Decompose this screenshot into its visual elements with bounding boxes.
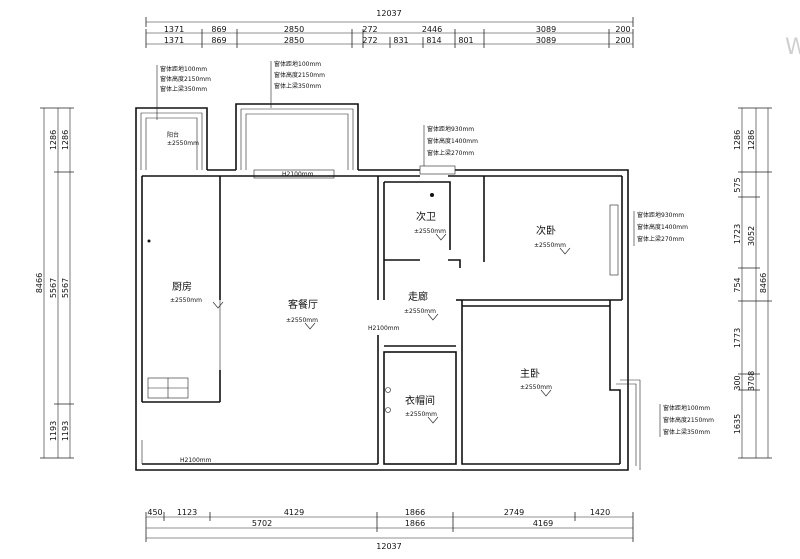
dim-top2-7: 3089 — [536, 36, 556, 45]
dim-right-inner-2: 1723 — [733, 224, 742, 244]
window-note-balcony-right: 窗体距地100mm 窗体高度2150mm 窗体上梁350mm — [270, 60, 325, 108]
svg-text:窗体高度2150mm: 窗体高度2150mm — [160, 75, 211, 83]
svg-text:窗体距地930mm: 窗体距地930mm — [637, 211, 684, 219]
dim-top1-1: 869 — [211, 25, 226, 34]
dim-right-1: 3052 — [747, 226, 756, 246]
room-second-bedroom-label: 次卧 — [536, 224, 556, 237]
dim-top2-1: 869 — [211, 36, 226, 45]
dim-top1-3: 272 — [362, 25, 377, 34]
room-master-label: 主卧 — [520, 367, 540, 380]
window-note-second-bedroom: 窗体距地930mm 窗体高度1400mm 窗体上梁270mm — [633, 211, 688, 246]
top-total-dim: 12037 — [376, 9, 401, 18]
dim-top2-6: 801 — [458, 36, 473, 45]
bottom-total-dim: 12037 — [376, 542, 401, 551]
room-corridor-label: 走廊 — [408, 290, 428, 303]
height-living-top: H2100mm — [282, 171, 314, 178]
dim-right-inner-5: 300 — [733, 375, 742, 390]
svg-text:窗体上梁350mm: 窗体上梁350mm — [160, 85, 207, 93]
dim-top2-0: 1371 — [164, 36, 184, 45]
dim-left-inner-0: 1286 — [61, 130, 70, 150]
dim-bottom1-2: 4129 — [284, 508, 304, 517]
dim-top2-2: 2850 — [284, 36, 304, 45]
elev-kitchen: ±2550mm — [170, 297, 202, 304]
svg-text:窗体高度1400mm: 窗体高度1400mm — [637, 223, 688, 231]
elevation-markers — [212, 233, 571, 424]
dim-left-1: 5567 — [49, 278, 58, 298]
dim-bottom2-2: 4169 — [533, 519, 553, 528]
elev-bath: ±2550mm — [414, 228, 446, 235]
kitchen-fixtures — [147, 239, 189, 399]
top-dimensions: 12037 1371 869 2850 272 2446 3089 200 13… — [145, 9, 634, 48]
svg-text:窗体距地100mm: 窗体距地100mm — [160, 65, 207, 73]
elev-balcony: ±2550mm — [167, 140, 199, 147]
right-dimensions: 1286 575 1723 754 1773 300 1635 1286 305… — [733, 107, 772, 459]
dim-top1-4: 2446 — [422, 25, 442, 34]
left-total-dim: 8466 — [35, 273, 44, 293]
dim-bottom1-4: 2749 — [504, 508, 524, 517]
dim-left-2: 1193 — [49, 421, 58, 441]
dim-right-inner-4: 1773 — [733, 328, 742, 348]
dim-right-inner-1: 575 — [733, 177, 742, 192]
window-note-master: 窗体距地100mm 窗体高度2150mm 窗体上梁350mm — [659, 404, 714, 437]
dim-left-0: 1286 — [49, 130, 58, 150]
right-total-dim: 8466 — [759, 273, 768, 293]
walls — [135, 103, 641, 471]
left-dimensions: 8466 1286 5567 1193 1286 5567 1193 — [35, 107, 74, 459]
svg-text:窗体上梁270mm: 窗体上梁270mm — [427, 149, 474, 157]
height-corridor-door: H2100mm — [368, 325, 400, 332]
svg-text:窗体距地930mm: 窗体距地930mm — [427, 125, 474, 133]
dim-right-2: 3708 — [747, 371, 756, 391]
dim-top1-6: 200 — [615, 25, 630, 34]
svg-text:窗体高度2150mm: 窗体高度2150mm — [274, 71, 325, 79]
dim-bottom1-0: 450 — [147, 508, 162, 517]
dim-left-inner-2: 1193 — [61, 421, 70, 441]
elev-corridor: ±2550mm — [404, 308, 436, 315]
dim-top1-5: 3089 — [536, 25, 556, 34]
elev-closet: ±2550mm — [405, 411, 437, 418]
svg-text:窗体上梁270mm: 窗体上梁270mm — [637, 235, 684, 243]
svg-text:窗体上梁350mm: 窗体上梁350mm — [663, 428, 710, 436]
watermark: W — [785, 35, 800, 60]
elev-master: ±2550mm — [520, 384, 552, 391]
dim-top2-5: 814 — [426, 36, 441, 45]
dim-right-inner-0: 1286 — [733, 130, 742, 150]
dim-bottom2-0: 5702 — [252, 519, 272, 528]
window-note-bath: 窗体距地930mm 窗体高度1400mm 窗体上梁270mm — [423, 125, 478, 166]
window-note-balcony-left: 窗体距地100mm 窗体高度2150mm 窗体上梁350mm — [156, 65, 211, 120]
dim-right-0: 1286 — [747, 130, 756, 150]
dim-left-inner-1: 5567 — [61, 278, 70, 298]
dim-top1-2: 2850 — [284, 25, 304, 34]
dim-bottom2-1: 1866 — [405, 519, 425, 528]
room-kitchen-label: 厨房 — [172, 280, 192, 293]
svg-text:窗体上梁350mm: 窗体上梁350mm — [274, 82, 321, 90]
dim-top2-3: 272 — [362, 36, 377, 45]
room-balcony-label: 阳台 — [167, 131, 179, 139]
height-kitchen-bottom: H2100mm — [180, 457, 212, 464]
elev-second-bedroom: ±2550mm — [534, 242, 566, 249]
svg-text:窗体距地100mm: 窗体距地100mm — [274, 60, 321, 68]
room-closet-label: 衣帽间 — [405, 394, 435, 407]
bottom-dimensions: 450 1123 4129 1866 2749 1420 5702 1866 4… — [145, 508, 634, 551]
svg-text:窗体高度1400mm: 窗体高度1400mm — [427, 137, 478, 145]
dim-top2-8: 200 — [615, 36, 630, 45]
elev-living: ±2550mm — [286, 317, 318, 324]
room-living-label: 客餐厅 — [288, 298, 318, 311]
dim-bottom1-1: 1123 — [177, 508, 197, 517]
svg-text:窗体距地100mm: 窗体距地100mm — [663, 404, 710, 412]
dim-bottom1-3: 1866 — [405, 508, 425, 517]
room-bath-label: 次卫 — [416, 210, 436, 223]
dim-top2-4: 831 — [393, 36, 408, 45]
dim-right-inner-6: 1635 — [733, 414, 742, 434]
dim-right-inner-3: 754 — [733, 277, 742, 292]
bath-fixtures — [385, 193, 434, 413]
dim-top1-0: 1371 — [164, 25, 184, 34]
dim-bottom1-5: 1420 — [590, 508, 610, 517]
svg-text:窗体高度2150mm: 窗体高度2150mm — [663, 416, 714, 424]
